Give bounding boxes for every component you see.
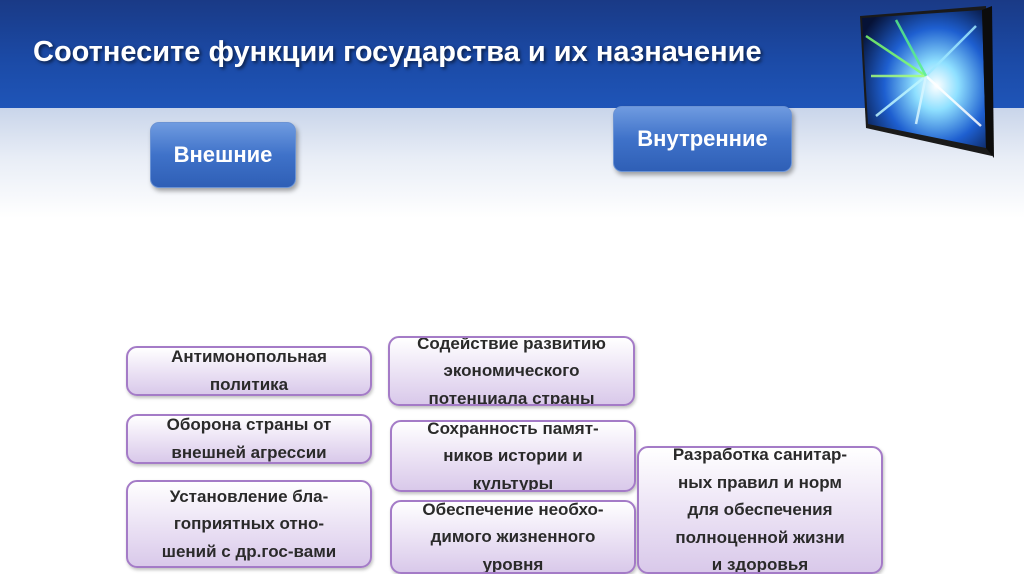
card-sanitary-rules[interactable]: Разработка санитар- ных правил и норм дл… [637, 446, 883, 574]
card-economic-potential[interactable]: Содействие развитию экономического потен… [388, 336, 635, 406]
card-living-standard[interactable]: Обеспечение необхо- димого жизненного ур… [390, 500, 636, 574]
internal-category-button[interactable]: Внутренние [613, 106, 792, 172]
external-category-button[interactable]: Внешние [150, 122, 296, 188]
card-historical-monuments[interactable]: Сохранность памят- ников истории и культ… [390, 420, 636, 492]
light-speed-logo-image [860, 6, 994, 158]
card-favorable-relations[interactable]: Установление бла- гоприятных отно- шений… [126, 480, 372, 568]
card-antimonopoly-policy[interactable]: Антимонопольная политика [126, 346, 372, 396]
slide-title: Соотнесите функции государства и их назн… [33, 36, 762, 68]
card-country-defense[interactable]: Оборона страны от внешней агрессии [126, 414, 372, 464]
